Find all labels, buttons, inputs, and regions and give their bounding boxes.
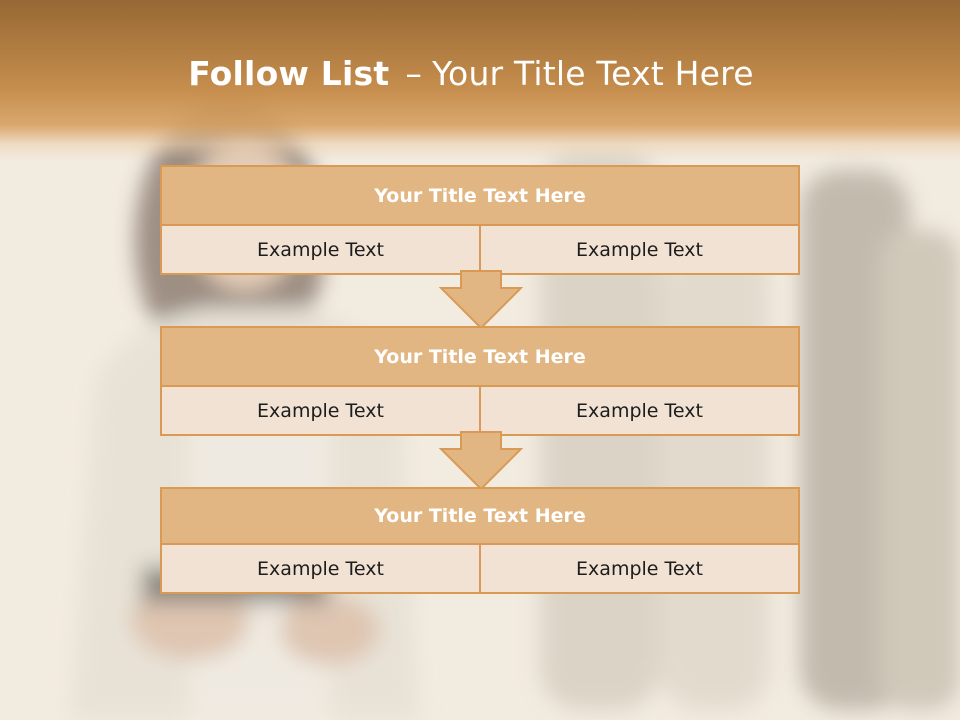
- step-cell-right: Example Text: [479, 387, 798, 434]
- step-cell-right: Example Text: [479, 545, 798, 592]
- step-title: Your Title Text Here: [162, 167, 798, 226]
- title-dash: –: [405, 54, 423, 93]
- step-cell-right: Example Text: [479, 226, 798, 273]
- step-title: Your Title Text Here: [162, 489, 798, 545]
- step-row: Example Text Example Text: [162, 387, 798, 434]
- title-rest: Your Title Text Here: [432, 54, 754, 93]
- down-arrow-icon: [439, 270, 523, 330]
- step-row: Example Text Example Text: [162, 226, 798, 273]
- header-band: [0, 0, 960, 160]
- down-arrow-icon: [439, 431, 523, 491]
- step-box-1: Your Title Text Here Example Text Exampl…: [160, 165, 800, 275]
- step-cell-left: Example Text: [257, 238, 384, 261]
- step-box-2: Your Title Text Here Example Text Exampl…: [160, 326, 800, 436]
- slide-title: Follow List–Your Title Text Here: [0, 54, 942, 93]
- step-row: Example Text Example Text: [162, 545, 798, 592]
- step-cell-left: Example Text: [257, 557, 384, 580]
- step-cell-left: Example Text: [257, 399, 384, 422]
- step-title: Your Title Text Here: [162, 328, 798, 387]
- title-bold: Follow List: [188, 54, 390, 93]
- step-box-3: Your Title Text Here Example Text Exampl…: [160, 487, 800, 594]
